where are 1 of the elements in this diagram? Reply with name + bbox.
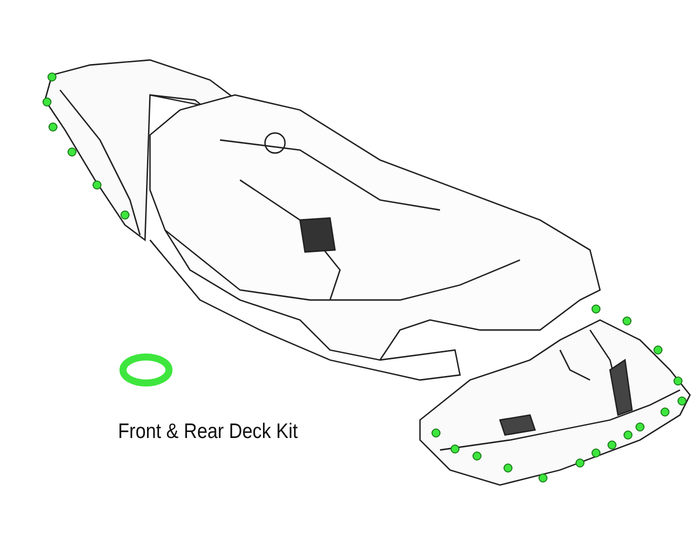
kit-name: Front & Rear Deck Kit [118, 420, 298, 444]
